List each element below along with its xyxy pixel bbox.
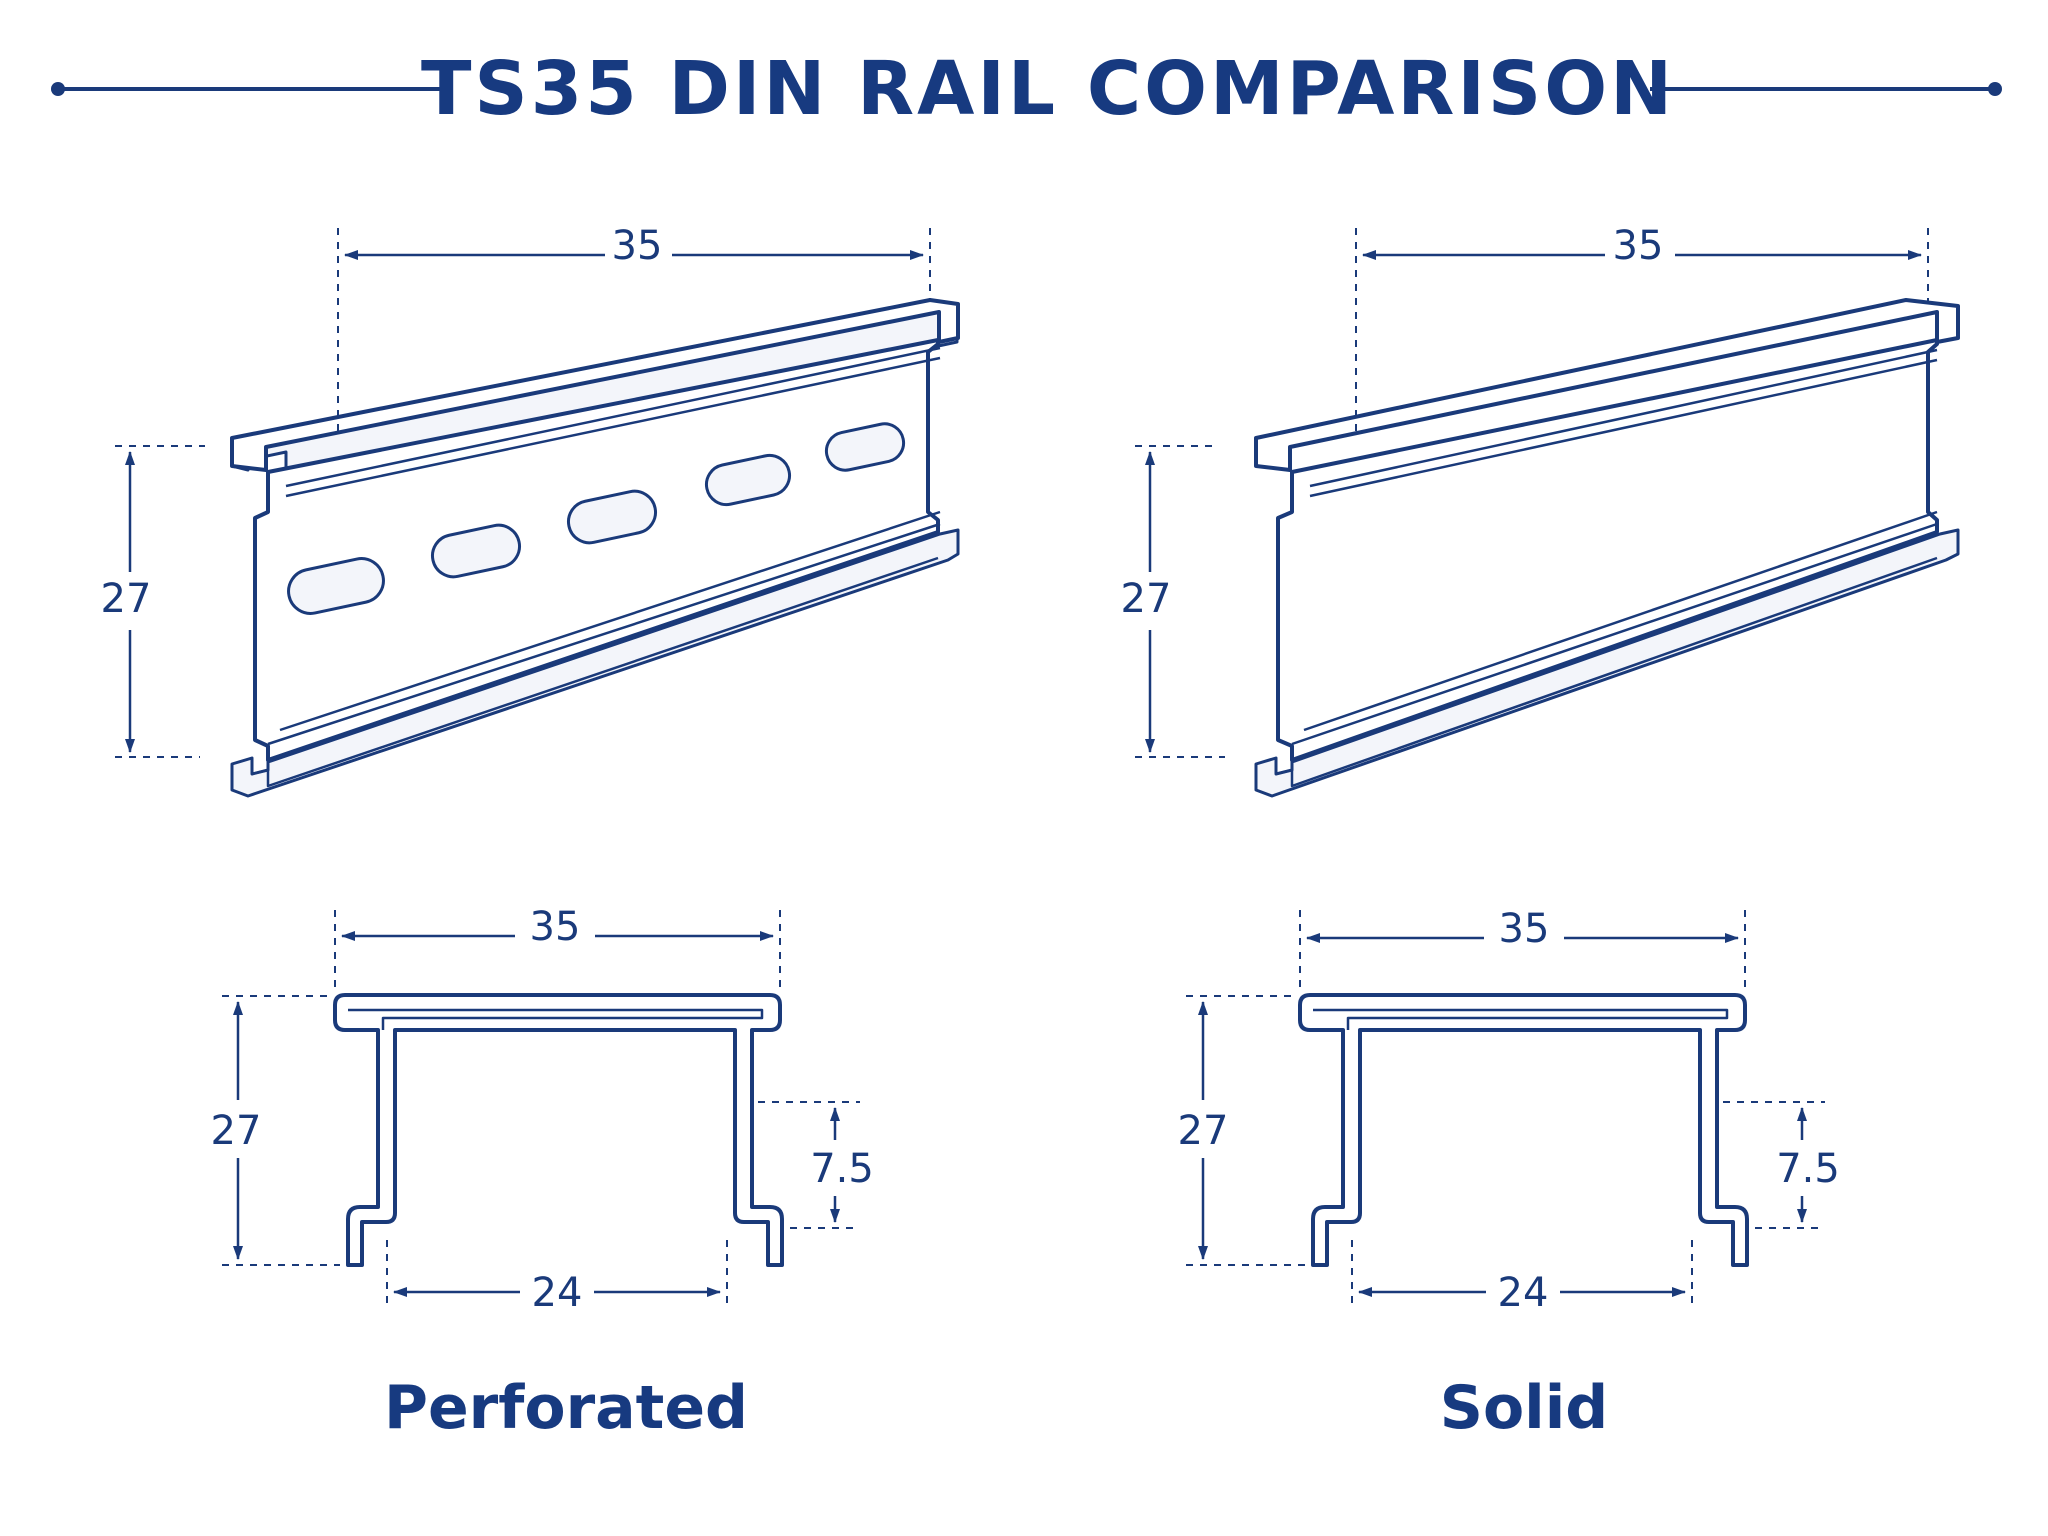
solid-profile-base-dim: 24 bbox=[1351, 1240, 1693, 1316]
perforated-label: Perforated bbox=[384, 1373, 748, 1443]
perf-profile-height-dim: 27 bbox=[211, 995, 340, 1266]
perf-slots bbox=[287, 422, 906, 615]
perf-profile-flange-label: 7.5 bbox=[810, 1146, 874, 1192]
perf-profile-width-label: 35 bbox=[530, 904, 581, 950]
perf-profile-inner bbox=[348, 1008, 764, 1030]
solid-perspective-width-label: 35 bbox=[1613, 223, 1664, 269]
perf-perspective-width-label: 35 bbox=[612, 223, 663, 269]
page-title: TS35 DIN RAIL COMPARISON bbox=[421, 46, 1675, 132]
solid-perspective-width-dim: 35 bbox=[1355, 223, 1929, 438]
solid-profile-height-label: 27 bbox=[1178, 1108, 1229, 1154]
solid-profile bbox=[1298, 993, 1749, 1267]
solid-perspective-height-dim: 27 bbox=[1121, 445, 1225, 758]
solid-profile-outline bbox=[1298, 993, 1749, 1267]
perf-web bbox=[253, 338, 940, 762]
perf-edge-line-2 bbox=[285, 356, 941, 498]
title-rule-left-dot bbox=[51, 82, 65, 96]
perf-profile-base-label: 24 bbox=[532, 1270, 583, 1316]
title-rule-right-dot bbox=[1988, 82, 2002, 96]
perf-edge-line-1 bbox=[285, 346, 941, 488]
solid-edge-line-2 bbox=[1309, 358, 1938, 498]
solid-profile-flange-dim: 7.5 bbox=[1723, 1101, 1840, 1229]
title-block: TS35 DIN RAIL COMPARISON bbox=[51, 46, 2002, 132]
solid-profile-width-dim: 35 bbox=[1299, 906, 1746, 990]
perf-perspective-width-dim: 35 bbox=[337, 223, 931, 438]
solid-profile-inner bbox=[1313, 1008, 1729, 1030]
perf-perspective-height-label: 27 bbox=[101, 576, 152, 622]
solid-profile-height-dim: 27 bbox=[1178, 995, 1305, 1266]
solid-edge-line-4 bbox=[1303, 510, 1938, 732]
solid-label: Solid bbox=[1440, 1373, 1609, 1443]
slot-3 bbox=[567, 489, 657, 545]
slot-2 bbox=[431, 523, 521, 579]
perforated-profile bbox=[333, 993, 784, 1267]
perf-top-flange-lip bbox=[230, 298, 960, 472]
slot-4 bbox=[704, 453, 792, 507]
perf-profile-flange-dim: 7.5 bbox=[758, 1101, 874, 1229]
perf-bottom-flange bbox=[230, 528, 960, 798]
perf-edge-line-4 bbox=[279, 510, 941, 732]
perf-perspective-height-dim: 27 bbox=[101, 445, 205, 758]
solid-top-flange-lip bbox=[1254, 298, 1960, 472]
slot-5 bbox=[824, 422, 906, 472]
solid-edge-line-3 bbox=[1291, 522, 1938, 746]
solid-profile-flange-label: 7.5 bbox=[1776, 1146, 1840, 1192]
perf-profile-height-label: 27 bbox=[211, 1108, 262, 1154]
solid-bottom-flange bbox=[1254, 528, 1960, 798]
solid-profile-base-label: 24 bbox=[1498, 1270, 1549, 1316]
solid-edge-line-1 bbox=[1309, 348, 1938, 488]
perf-profile-width-dim: 35 bbox=[334, 904, 781, 990]
solid-perspective-rail bbox=[1254, 298, 1960, 798]
perf-bottom-flange-edge bbox=[251, 556, 939, 788]
solid-bottom-flange-edge bbox=[1275, 556, 1938, 788]
perf-profile-outline bbox=[333, 993, 784, 1267]
slot-1 bbox=[287, 557, 385, 615]
perf-edge-line-3 bbox=[267, 522, 941, 746]
solid-web bbox=[1276, 338, 1939, 762]
solid-perspective-height-label: 27 bbox=[1121, 576, 1172, 622]
solid-profile-width-label: 35 bbox=[1499, 906, 1550, 952]
perforated-perspective-rail bbox=[230, 298, 960, 798]
perf-profile-base-dim: 24 bbox=[386, 1240, 728, 1316]
